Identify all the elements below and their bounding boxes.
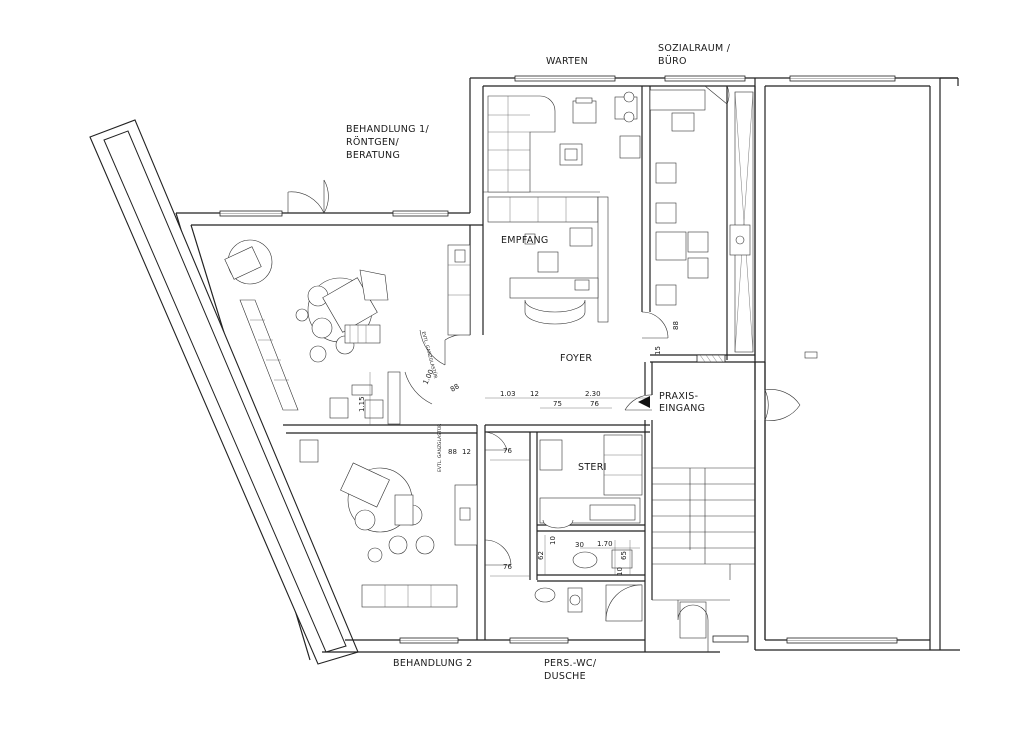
dim-label: 88 [449,382,461,393]
dim-label: 62 [537,551,545,560]
dim-label: 88 [448,448,457,456]
office-furniture [649,89,754,353]
dim-label: 2.30 [585,390,601,398]
windows [219,75,898,644]
room-label-behandlung2: BEHANDLUNG 2 [393,658,473,669]
room-label-empfang: EMPFANG [501,235,549,246]
wall-marker [804,351,818,359]
staircase [652,467,755,652]
dimension-lines [369,372,648,577]
exterior-walls [89,77,960,665]
room-label-wc-line1: PERS.-WC/ [544,658,597,669]
dim-label: 76 [503,563,512,571]
notes: EVTL. GANZGLASTÜR EVTL. GANZGLASTÜR [420,331,443,472]
dim-label: 76 [503,447,512,455]
doors [287,85,801,566]
dim-label: 1.15 [358,396,366,412]
dim-label: 1.03 [500,390,516,398]
dim-label: 75 [553,400,562,408]
dim-label: 12 [530,390,539,398]
dim-label: 15 [654,346,662,355]
room-label-behandlung1-line1: BEHANDLUNG 1/ [346,124,429,135]
dim-label: 10 [616,567,624,576]
reception-furniture [487,196,609,325]
room-labels: BEHANDLUNG 1/ RÖNTGEN/ BERATUNG WARTEN S… [346,43,731,682]
room-label-behandlung1-line2: RÖNTGEN/ [346,137,400,148]
room-label-behandlung1-line3: BERATUNG [346,150,400,161]
dim-label: 76 [590,400,599,408]
interior-walls [283,86,766,652]
room-label-praxiseingang-line1: PRAXIS- [659,391,698,402]
dim-label: 65 [620,551,628,560]
waiting-room-furniture [487,91,641,193]
dim-label: 88 [672,321,680,330]
dim-label: 10 [549,536,557,545]
room-label-warten: WARTEN [546,56,588,67]
treatment-room-2-furniture [299,439,478,608]
dim-label: 1.70 [597,540,613,548]
dim-label: 12 [462,448,471,456]
treatment-room-1-furniture [224,239,471,425]
steri-wc-furniture [534,434,643,622]
dim-label: 30 [575,541,584,549]
room-label-steri: STERI [578,462,607,473]
note-ganzglastuer-2: EVTL. GANZGLASTÜR [436,424,443,472]
room-label-sozialraum-line2: BÜRO [658,56,687,67]
room-label-sozialraum-line1: SOZIALRAUM / [658,43,731,54]
room-label-foyer: FOYER [560,353,592,364]
entrance-arrow-icon [638,396,650,408]
room-label-wc-line2: DUSCHE [544,671,586,682]
room-label-praxiseingang-line2: EINGANG [659,403,705,414]
